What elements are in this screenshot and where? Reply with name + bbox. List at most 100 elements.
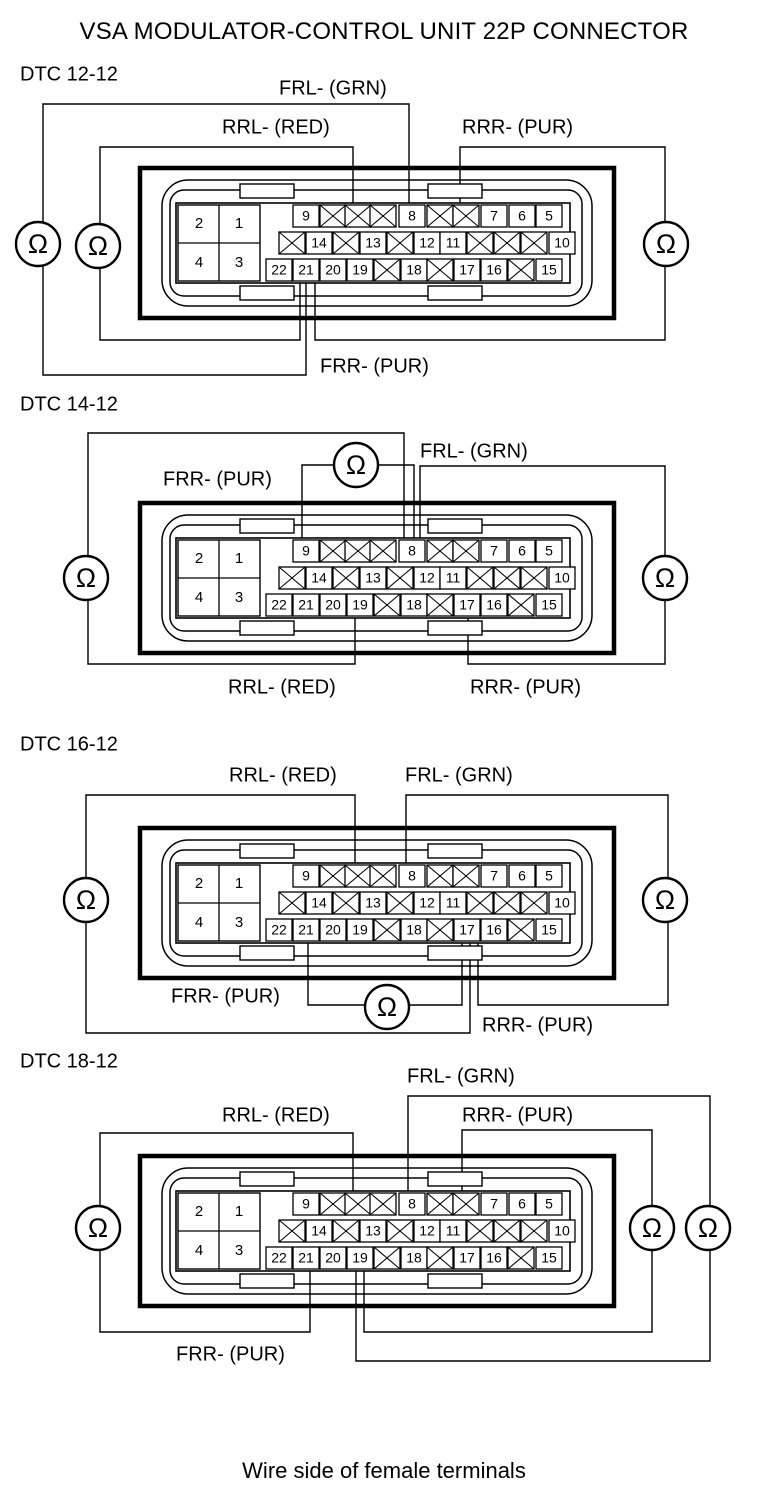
pin-number: 1 xyxy=(235,215,243,232)
pin-number: 13 xyxy=(365,235,381,251)
pin-number: 8 xyxy=(408,208,416,224)
pin-number: 3 xyxy=(235,254,243,271)
pin-cavity xyxy=(346,258,374,282)
wire-frl xyxy=(407,1095,711,1206)
pin-cavity xyxy=(480,1246,508,1270)
pin-cavity xyxy=(319,918,347,942)
locking-key xyxy=(239,843,295,859)
wire-label-frl: FRL- (GRN) xyxy=(420,440,528,462)
pin-number: 11 xyxy=(446,895,461,911)
pin-number: 10 xyxy=(554,895,570,911)
pin-number: 10 xyxy=(554,570,570,586)
pin-number: 4 xyxy=(195,254,203,271)
pin-number: 5 xyxy=(545,868,553,884)
wire-frr xyxy=(307,940,365,1006)
pin-number: 16 xyxy=(486,922,502,938)
pin-number: 6 xyxy=(518,1196,526,1212)
locking-key xyxy=(239,285,295,301)
wire-return xyxy=(355,1250,711,1362)
pin-number: 19 xyxy=(352,597,368,613)
ohmmeter-icon xyxy=(62,554,110,602)
pin-cavity xyxy=(535,593,563,617)
ohmmeter-icon xyxy=(14,220,62,268)
wire-label-rrl: RRL- (RED) xyxy=(228,676,336,698)
wire-label-rrl: RRL- (RED) xyxy=(222,1104,330,1126)
pin-number: 21 xyxy=(298,1250,314,1266)
pin-number: 1 xyxy=(235,1203,243,1220)
pin-number: 22 xyxy=(271,922,287,938)
pin-cavity xyxy=(535,1246,563,1270)
ohm-symbol: Ω xyxy=(28,229,48,259)
connector-housing xyxy=(137,825,617,981)
wire-label-frl: FRL- (GRN) xyxy=(407,1065,515,1087)
locking-key xyxy=(239,620,295,636)
ohm-symbol: Ω xyxy=(642,1213,662,1243)
ohm-symbol: Ω xyxy=(88,231,108,261)
pin-cavity xyxy=(508,1192,536,1216)
pin-cavity xyxy=(305,231,333,255)
wire-label-frr: FRR- (PUR) xyxy=(163,468,272,490)
pin-number: 22 xyxy=(271,597,287,613)
pin-cavity xyxy=(292,258,320,282)
locking-key xyxy=(427,1171,483,1187)
locking-key xyxy=(427,945,483,961)
pin-cavity xyxy=(535,258,563,282)
ohmmeter-icon xyxy=(62,876,110,924)
pin-cavity xyxy=(453,918,481,942)
pin-cavity xyxy=(480,864,508,888)
pin-number: 20 xyxy=(325,597,341,613)
wire-return-2 xyxy=(363,1250,653,1333)
pin-number: 12 xyxy=(419,1223,435,1239)
wire-frl xyxy=(87,432,405,556)
wire-label-frr: FRR- (PUR) xyxy=(176,1343,285,1365)
ohm-symbol: Ω xyxy=(377,992,397,1022)
pin-cavity xyxy=(265,1246,293,1270)
pin-number: 10 xyxy=(554,235,570,251)
pin-cavity xyxy=(508,539,536,563)
pin-number: 17 xyxy=(459,1250,475,1266)
dtc-heading: DTC 16-12 xyxy=(20,733,118,755)
pin-number: 8 xyxy=(408,868,416,884)
locking-key xyxy=(427,518,483,534)
pin-cavity xyxy=(292,593,320,617)
locking-key xyxy=(427,1273,483,1289)
pin-number: 16 xyxy=(486,262,502,278)
pin-cavity xyxy=(305,566,333,590)
pin-number: 14 xyxy=(311,235,327,251)
pin-number: 13 xyxy=(365,895,381,911)
pin-number: 15 xyxy=(541,922,557,938)
pin-cavity xyxy=(359,566,387,590)
pin-number: 15 xyxy=(541,262,557,278)
pin-number: 17 xyxy=(459,597,475,613)
pin-number: 19 xyxy=(352,922,368,938)
wire-frr xyxy=(42,266,307,376)
ohmmeter-icon xyxy=(74,222,122,270)
ohmmeter-icon xyxy=(641,554,689,602)
locking-key xyxy=(239,518,295,534)
pin-cavity xyxy=(439,1219,467,1243)
pin-number: 9 xyxy=(302,543,310,559)
pin-number: 2 xyxy=(195,215,203,232)
pin-number: 20 xyxy=(325,262,341,278)
pin-number: 2 xyxy=(195,875,203,892)
pin-number: 7 xyxy=(490,1196,498,1212)
pin-cavity xyxy=(439,566,467,590)
pin-number: 3 xyxy=(235,914,243,931)
wire-label-rrr: RRR- (PUR) xyxy=(482,1014,593,1036)
footer-note: Wire side of female terminals xyxy=(242,1458,526,1483)
ohmmeter-icon xyxy=(363,983,411,1031)
pin-cavity xyxy=(548,1219,576,1243)
pin-cavity xyxy=(359,891,387,915)
wire-frl xyxy=(405,794,669,878)
pin-number: 14 xyxy=(311,1223,327,1239)
pin-cavity xyxy=(480,593,508,617)
ohm-symbol: Ω xyxy=(88,1213,108,1243)
pin-number: 6 xyxy=(518,208,526,224)
pin-number: 15 xyxy=(541,1250,557,1266)
pin-cavity xyxy=(453,593,481,617)
pin-cavity xyxy=(346,593,374,617)
pin-number: 11 xyxy=(446,570,461,586)
pin-cavity xyxy=(453,1246,481,1270)
wire-rrl xyxy=(85,794,356,896)
pin-cavity xyxy=(359,231,387,255)
